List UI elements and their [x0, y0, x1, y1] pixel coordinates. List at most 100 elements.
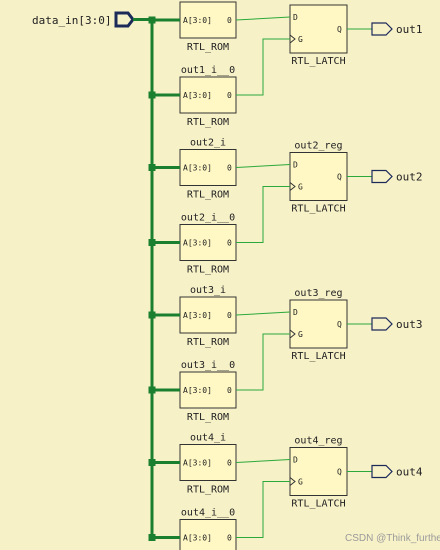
rom-body	[179, 76, 237, 114]
rom-body	[179, 224, 237, 261]
g-net	[236, 38, 290, 96]
output-port[interactable]: out1	[371, 22, 423, 36]
rom-g-instance-name: out4_i__0	[181, 508, 235, 519]
rom-addr-pin-label: A[3:0]	[183, 386, 212, 395]
rtl-latch-cell[interactable]: D G Q	[289, 447, 348, 496]
latch-q-pin-label: Q	[337, 468, 342, 477]
output-port[interactable]: out2	[371, 169, 423, 184]
rom-out-pin-label: 0	[227, 311, 232, 320]
rom-out-pin-label: 0	[227, 534, 232, 543]
bus-junction	[148, 459, 156, 466]
latch-type-label: RTL_LATCH	[291, 351, 345, 362]
output-port-arrow-icon	[371, 169, 393, 184]
rom-body	[179, 444, 237, 481]
rom-addr-pin-label: A[3:0]	[183, 164, 212, 173]
bus-junction	[148, 164, 156, 171]
rom-body	[179, 149, 237, 186]
d-net	[235, 311, 291, 316]
rom-out-pin-label: 0	[227, 459, 232, 468]
latch-g-pin-label: G	[298, 478, 303, 487]
rtl-latch-cell[interactable]: D G Q	[289, 299, 348, 349]
rtl-rom-cell[interactable]: A[3:0] 0	[179, 296, 237, 334]
rtl-rom-cell[interactable]: A[3:0] 0	[179, 371, 237, 409]
rom-g-instance-name: out1_i__0	[181, 65, 235, 76]
rom-body	[179, 296, 237, 334]
rom-type-label: RTL_ROM	[187, 265, 229, 276]
rom-g-instance-name: out3_i__0	[181, 360, 235, 371]
rtl-rom-cell[interactable]: A[3:0] 0	[179, 444, 237, 481]
rom-out-pin-label: 0	[227, 239, 232, 248]
output-port[interactable]: out3	[371, 317, 423, 331]
bus-junction	[148, 311, 156, 319]
rtl-rom-cell[interactable]: A[3:0] 0	[179, 149, 237, 186]
rom-d-instance-name: out3_i	[190, 285, 226, 296]
g-net	[236, 186, 290, 243]
rom-out-pin-label: 0	[227, 164, 232, 173]
d-net	[235, 459, 291, 463]
input-port[interactable]: data_in[3:0]	[32, 11, 135, 28]
latch-type-label: RTL_LATCH	[291, 499, 345, 510]
rom-addr-pin-label: A[3:0]	[183, 534, 212, 543]
latch-q-pin-label: Q	[337, 320, 342, 329]
latch-g-pin-label: G	[298, 35, 303, 44]
g-net	[236, 333, 290, 391]
latch-clock-marker-icon	[289, 34, 296, 44]
watermark: CSDN @Think_further	[345, 533, 440, 544]
latch-type-label: RTL_LATCH	[291, 56, 345, 67]
rom-out-pin-label: 0	[227, 386, 232, 395]
latch-body	[289, 299, 348, 349]
bus-junction	[148, 16, 156, 24]
bus-junction	[148, 239, 156, 246]
latch-q-pin-label: Q	[337, 25, 342, 34]
rom-out-pin-label: 0	[227, 16, 232, 25]
latch-g-pin-label: G	[298, 183, 303, 192]
rom-type-label: RTL_ROM	[187, 485, 229, 496]
rtl-rom-cell[interactable]: A[3:0] 0	[179, 1, 237, 39]
rtl-rom-cell[interactable]: A[3:0]0	[179, 76, 237, 114]
rom-addr-pin-label: A[3:0]	[183, 16, 212, 25]
rom-d-instance-name: out2_i	[190, 138, 226, 149]
stage-4: out4_iA[3:0]0RTL_ROMout4_i__0A[3:0]0RTL_…	[148, 433, 423, 550]
rom-g-instance-name: out2_i__0	[181, 213, 235, 224]
bus-junction	[148, 91, 156, 99]
rom-type-label: RTL_ROM	[187, 337, 229, 348]
output-port-label: out1	[396, 23, 423, 36]
d-net	[235, 16, 291, 21]
latch-d-pin-label: D	[293, 308, 298, 317]
output-port-arrow-icon	[371, 464, 393, 479]
stage-1: A[3:0]0RTL_ROMout1_i__0A[3:0]0RTL_ROMDGQ…	[148, 1, 423, 128]
rom-addr-pin-label: A[3:0]	[183, 311, 212, 320]
latch-d-pin-label: D	[293, 161, 298, 170]
output-port-label: out2	[396, 171, 423, 184]
latch-type-label: RTL_LATCH	[291, 204, 345, 215]
rtl-rom-cell[interactable]: A[3:0] 0	[179, 519, 237, 550]
d-net	[235, 164, 291, 168]
rom-addr-pin-label: A[3:0]	[183, 239, 212, 248]
latch-clock-marker-icon	[289, 182, 296, 191]
rtl-rom-cell[interactable]: A[3:0] 0	[179, 224, 237, 261]
latch-d-pin-label: D	[293, 13, 298, 22]
rom-addr-pin-label: A[3:0]	[183, 459, 212, 468]
rom-addr-pin-label: A[3:0]	[183, 91, 212, 100]
rtl-latch-cell[interactable]: D G Q	[289, 4, 348, 54]
output-port-label: out3	[396, 318, 423, 331]
latch-instance-name: out4_reg	[294, 436, 342, 447]
output-port[interactable]: out4	[371, 464, 423, 479]
bus-junction	[148, 534, 156, 541]
rom-type-label: RTL_ROM	[187, 117, 229, 128]
rom-type-label: RTL_ROM	[187, 190, 229, 201]
latch-body	[289, 4, 348, 54]
latch-instance-name: out2_reg	[294, 141, 342, 152]
latch-q-pin-label: Q	[337, 173, 342, 182]
rom-type-label: RTL_ROM	[187, 412, 229, 423]
latch-instance-name: out3_reg	[294, 288, 342, 299]
latch-d-pin-label: D	[293, 456, 298, 465]
bus-junction	[148, 386, 156, 394]
g-net	[236, 481, 290, 538]
output-port-arrow-icon	[371, 317, 393, 331]
latch-g-pin-label: G	[298, 330, 303, 339]
rtl-latch-cell[interactable]: D G Q	[289, 152, 348, 201]
latch-clock-marker-icon	[289, 477, 296, 486]
input-port-label: data_in[3:0]	[32, 14, 111, 27]
